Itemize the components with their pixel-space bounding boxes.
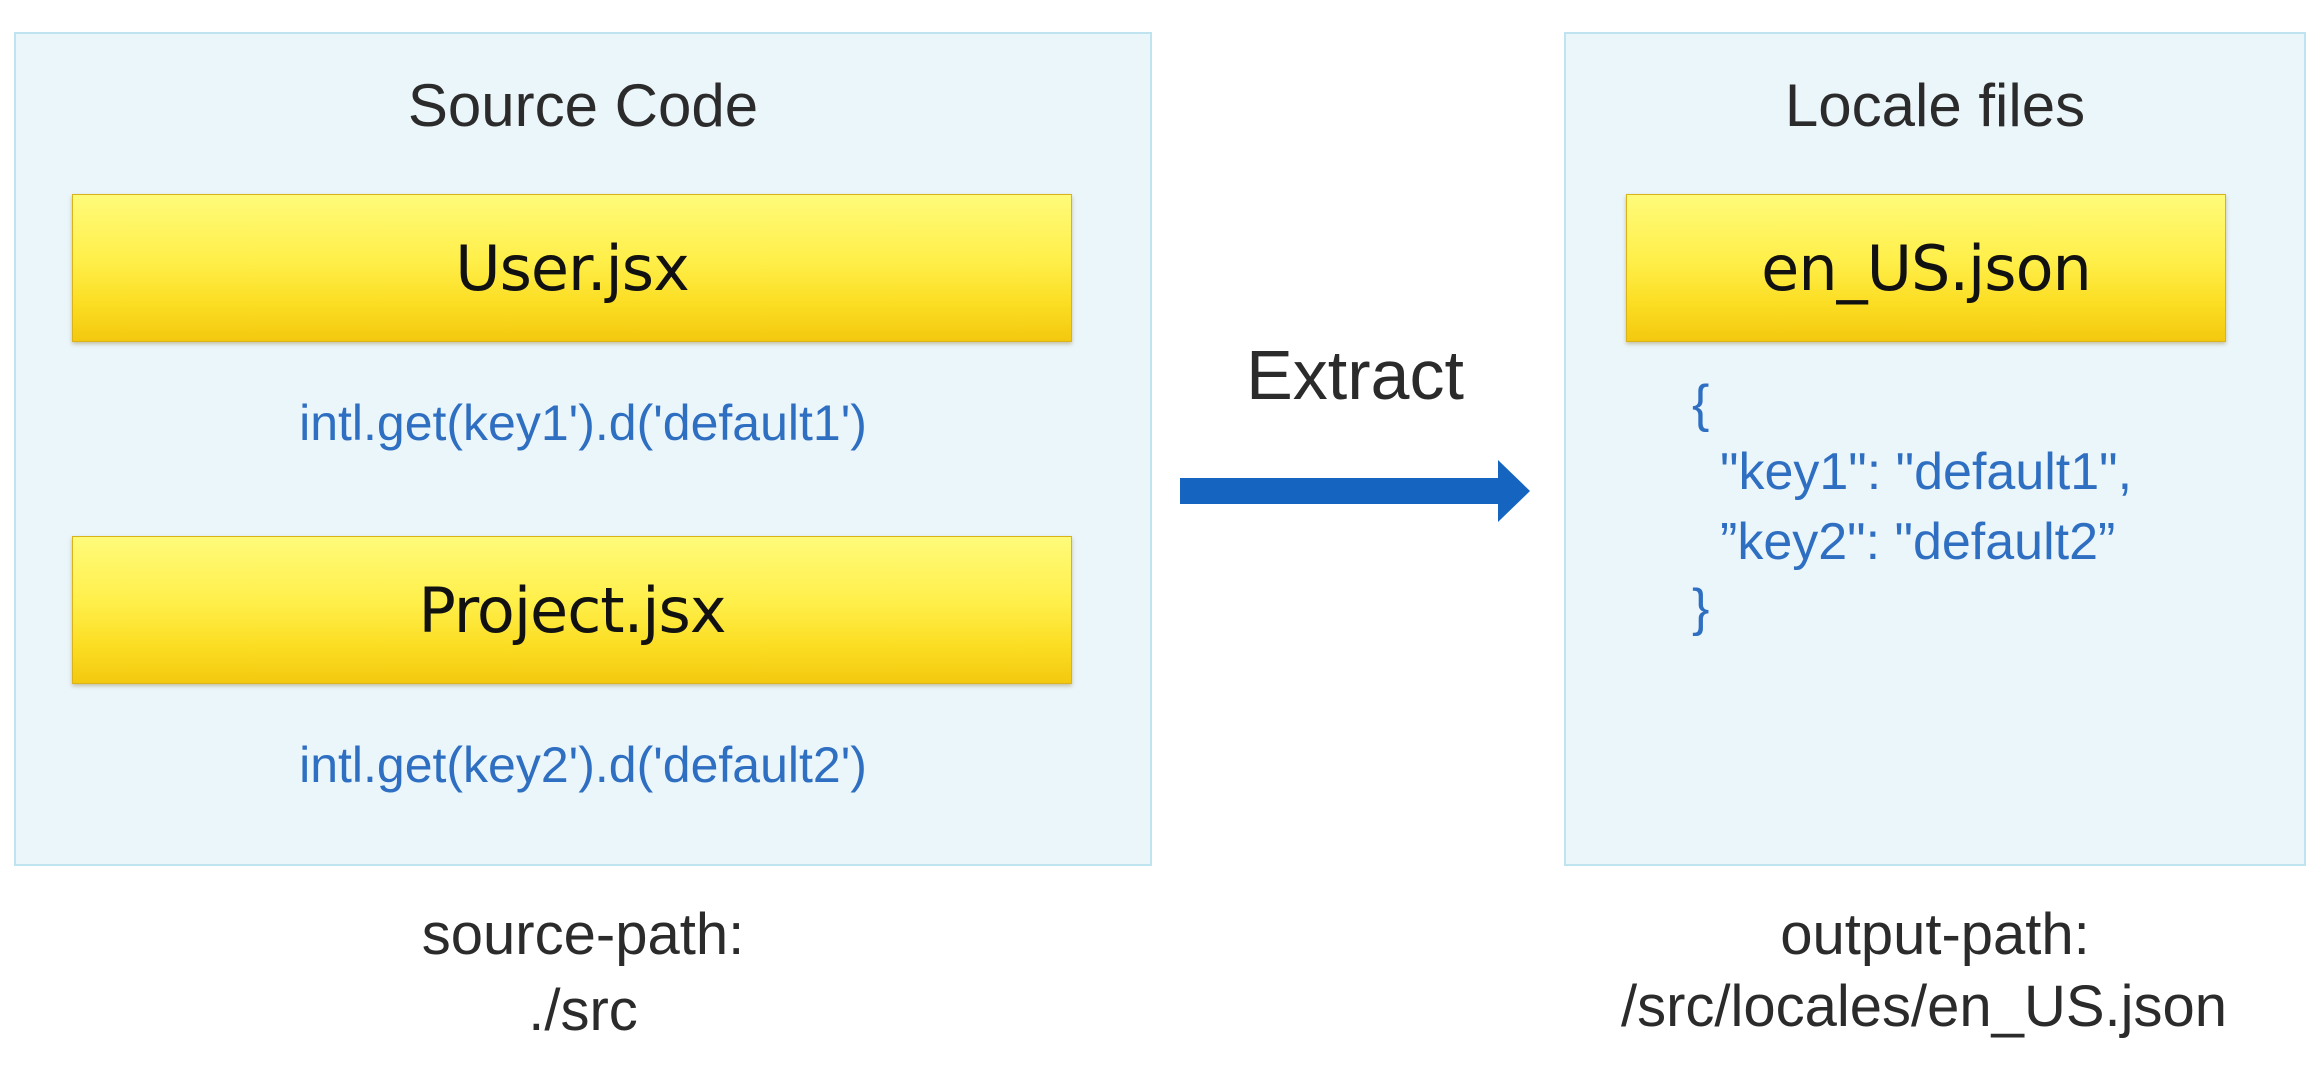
user-jsx-code: intl.get(key1').d('default1') [299,395,867,451]
json-close-brace: } [1692,579,1710,637]
project-jsx-file-box: Project.jsx [72,536,1072,684]
output-path-value: /src/locales/en_US.json [1620,974,2228,1039]
user-jsx-filename: User.jsx [455,231,690,305]
arrow-shape [1180,460,1530,522]
en-us-json-file-box: en_US.json [1626,194,2226,342]
json-open-brace: { [1692,375,1710,433]
extract-label: Extract [1246,336,1464,414]
locale-files-panel: Locale files en_US.json { "key1": "defau… [1564,32,2306,866]
source-code-title: Source Code [407,72,759,139]
source-path-value: ./src [528,978,638,1043]
json-key2-line: ”key2": "default2” [1720,513,2116,571]
output-path-label: output-path: [1780,902,2090,967]
extract-arrow-icon [1180,460,1530,522]
source-code-panel: Source Code User.jsx intl.get(key1').d('… [14,32,1152,866]
user-jsx-file-box: User.jsx [72,194,1072,342]
locale-files-title: Locale files [1784,72,2086,139]
project-jsx-filename: Project.jsx [418,573,726,647]
json-key1-line: "key1": "default1", [1720,443,2133,501]
en-us-json-filename: en_US.json [1761,231,2092,305]
project-jsx-code: intl.get(key2').d('default2') [299,737,867,793]
source-path-label: source-path: [421,902,745,967]
